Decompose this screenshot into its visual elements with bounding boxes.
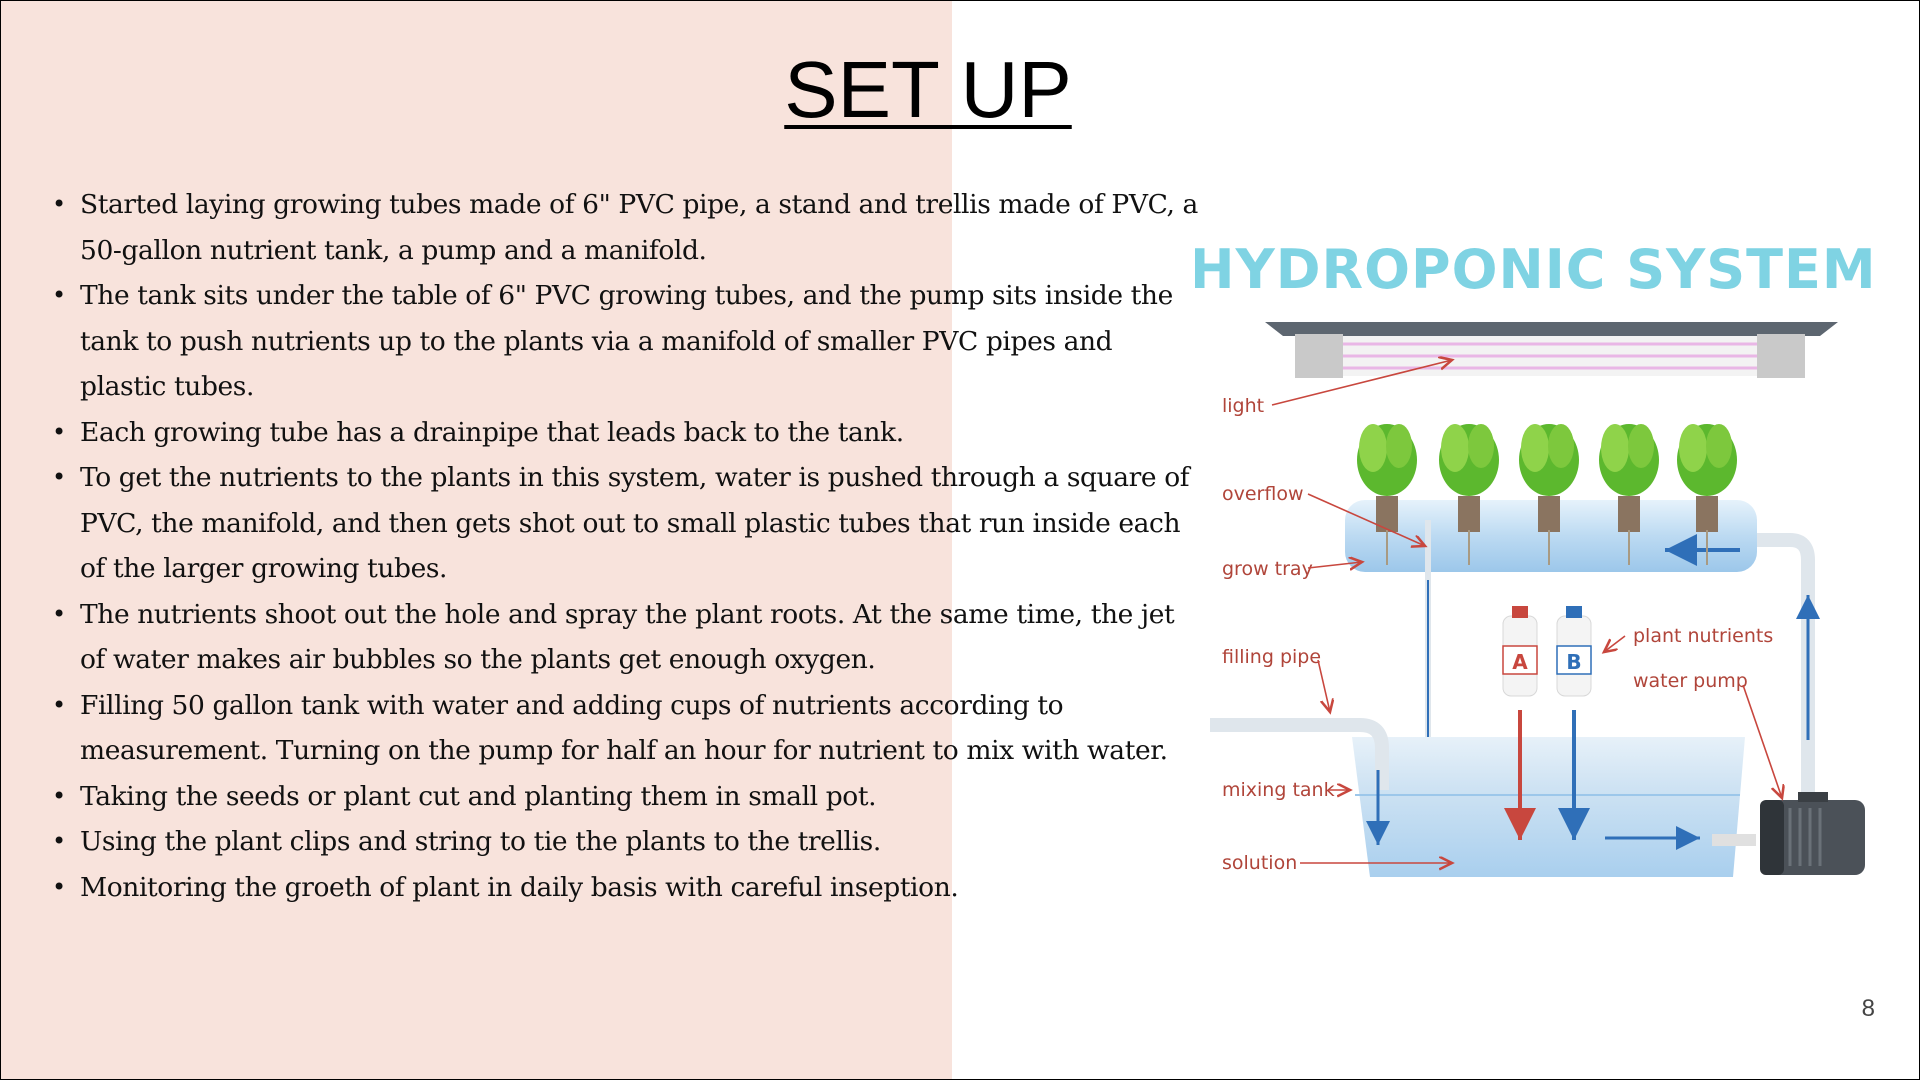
bullet-item: Taking the seeds or plant cut and planti…: [48, 774, 1198, 820]
label-grow-tray: grow tray: [1222, 558, 1313, 580]
lettuce-plants: [1357, 424, 1737, 565]
label-overflow: overflow: [1222, 483, 1304, 505]
bullet-list: Started laying growing tubes made of 6" …: [48, 182, 1198, 910]
label-water-pump: water pump: [1633, 670, 1748, 692]
svg-text:A: A: [1512, 650, 1528, 674]
nutrient-bottle-a: A: [1502, 606, 1538, 840]
bullet-item: Using the plant clips and string to tie …: [48, 819, 1198, 865]
page-number: 8: [1861, 995, 1875, 1022]
bullet-item: The nutrients shoot out the hole and spr…: [48, 592, 1198, 683]
label-filling-pipe: filling pipe: [1222, 646, 1321, 668]
filling-pipe: [1210, 718, 1389, 790]
label-light: light: [1222, 395, 1264, 417]
return-pipe: [1757, 533, 1815, 810]
grow-light: [1265, 322, 1838, 378]
label-solution: solution: [1222, 852, 1297, 874]
nutrient-bottle-b: B: [1556, 606, 1592, 840]
hydroponic-diagram: HYDROPONIC SYSTEM: [1195, 238, 1875, 877]
bullet-item: Monitoring the groeth of plant in daily …: [48, 865, 1198, 911]
svg-text:B: B: [1566, 650, 1581, 674]
label-mixing-tank: mixing tank: [1222, 779, 1335, 801]
label-plant-nutrients: plant nutrients: [1633, 625, 1773, 647]
bullet-item: To get the nutrients to the plants in th…: [48, 455, 1198, 592]
grow-tray: [1345, 500, 1757, 572]
bullet-item: Filling 50 gallon tank with water and ad…: [48, 683, 1198, 774]
diagram-title: HYDROPONIC SYSTEM: [1195, 238, 1875, 301]
bullet-item: Started laying growing tubes made of 6" …: [48, 182, 1198, 273]
bullet-item: The tank sits under the table of 6" PVC …: [48, 273, 1198, 410]
water-pump-icon: [1605, 792, 1865, 875]
slide-title: SET UP: [784, 45, 1072, 134]
bullet-item: Each growing tube has a drainpipe that l…: [48, 410, 1198, 456]
mixing-tank: [1352, 737, 1745, 877]
